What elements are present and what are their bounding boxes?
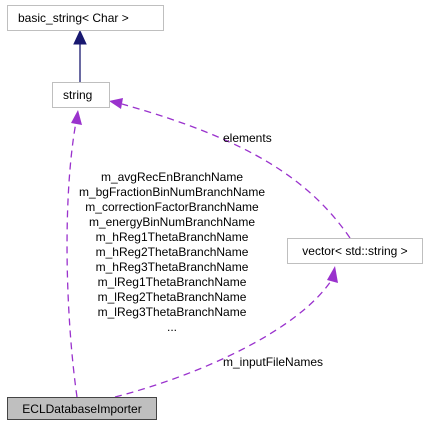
elements-usage-edge (121, 103, 351, 239)
member-variable: m_bgFractionBinNumBranchName (78, 185, 266, 199)
member-variable: m_avgRecEnBranchName (100, 170, 244, 184)
inheritance-arrowhead (73, 29, 87, 45)
elements-usage-arrowhead (109, 98, 123, 109)
basic-string-label: basic_string< Char > (18, 11, 129, 25)
vector-string-label: vector< std::string > (302, 244, 408, 258)
input-file-names-edge-label: m_inputFileNames (223, 355, 324, 369)
input-file-names-arrowhead (327, 266, 338, 283)
input-file-names-usage-edge (114, 277, 334, 398)
member-variable: m_lReg3ThetaBranchName (97, 305, 247, 319)
member-variable: m_lReg2ThetaBranchName (97, 290, 247, 304)
ecl-database-importer-node[interactable]: ECLDatabaseImporter (7, 397, 157, 420)
member-variable: m_energyBinNumBranchName (88, 215, 256, 229)
members-usage-arrowhead (71, 110, 82, 125)
member-variable: m_hReg1ThetaBranchName (95, 230, 249, 244)
member-variables-label: m_avgRecEnBranchName m_bgFractionBinNumB… (66, 170, 278, 335)
string-node[interactable]: string (52, 82, 110, 108)
member-variable: m_hReg2ThetaBranchName (95, 245, 249, 259)
vector-string-node[interactable]: vector< std::string > (287, 238, 423, 264)
ecl-database-importer-label: ECLDatabaseImporter (22, 401, 142, 416)
elements-edge-label: elements (223, 131, 272, 145)
member-variable: m_lReg1ThetaBranchName (97, 275, 247, 289)
member-ellipsis: ... (166, 320, 177, 334)
member-variable: m_correctionFactorBranchName (85, 200, 259, 214)
string-label: string (63, 88, 93, 102)
basic-string-node[interactable]: basic_string< Char > (7, 5, 164, 31)
members-usage-edge (66, 121, 78, 398)
member-variable: m_hReg3ThetaBranchName (95, 260, 249, 274)
